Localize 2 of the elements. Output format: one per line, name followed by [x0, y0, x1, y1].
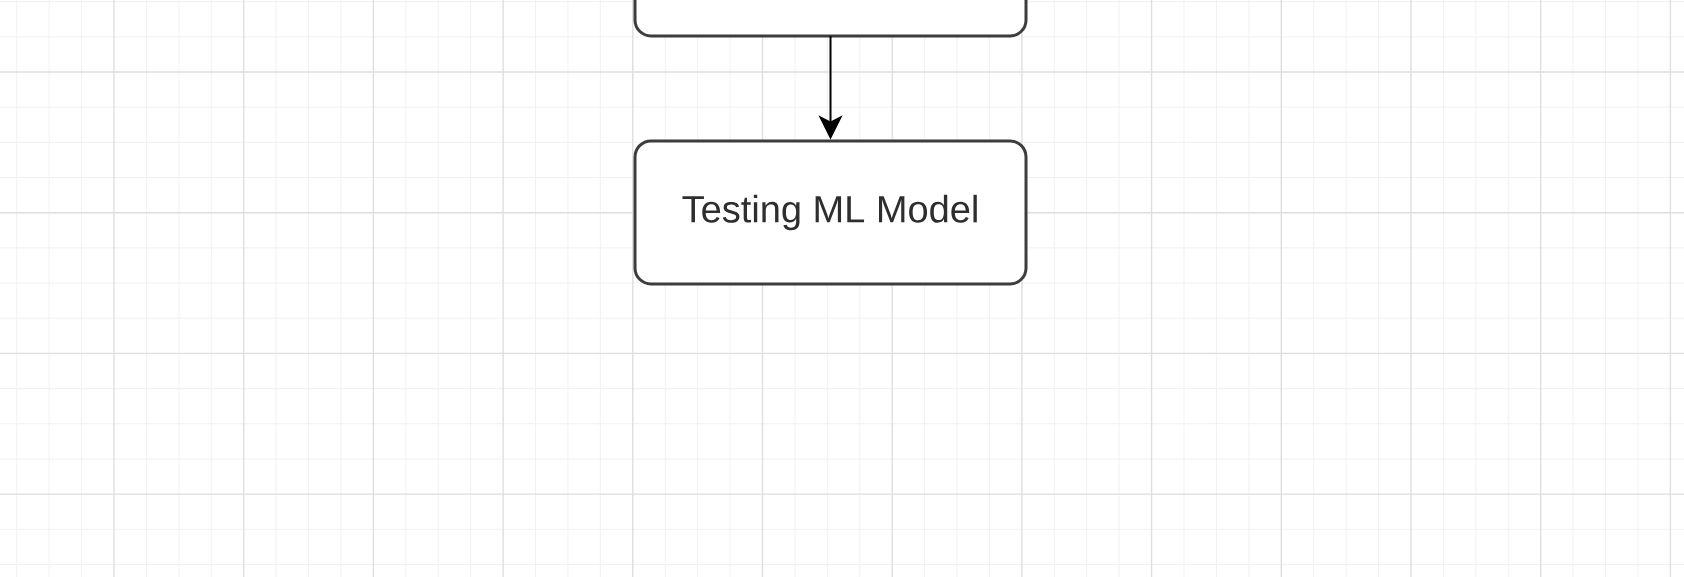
process-box	[633, 0, 1028, 38]
process-box: Testing ML Model	[633, 139, 1028, 286]
